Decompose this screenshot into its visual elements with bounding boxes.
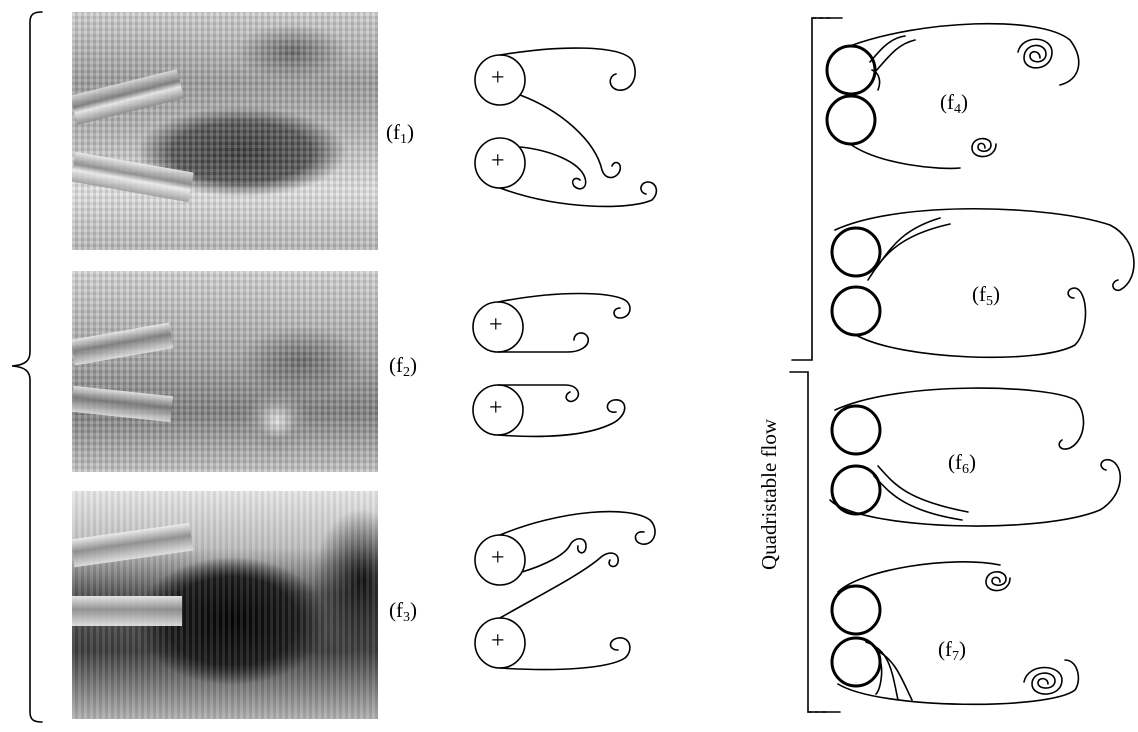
shear-layer bbox=[498, 294, 630, 319]
sketch-f7 bbox=[832, 562, 1078, 704]
wake-boundary bbox=[830, 460, 1120, 526]
plus-marker: + bbox=[491, 545, 505, 572]
cylinder bbox=[827, 96, 875, 144]
wake-boundary bbox=[835, 388, 1084, 449]
shear-layer bbox=[522, 539, 586, 572]
shear-layer bbox=[878, 466, 968, 512]
left-brace bbox=[12, 12, 42, 722]
shear-layer bbox=[520, 147, 586, 189]
bracket-upper bbox=[792, 18, 842, 360]
cylinder bbox=[832, 228, 880, 276]
shear-layer bbox=[500, 182, 656, 206]
shear-layer bbox=[520, 95, 620, 178]
shear-layer bbox=[500, 638, 630, 670]
wake-boundary bbox=[850, 24, 1079, 85]
wake-boundary bbox=[838, 660, 1078, 704]
sketch-f4 bbox=[827, 24, 1079, 169]
shear-layer bbox=[500, 48, 635, 90]
shear-layer bbox=[498, 333, 588, 352]
plus-marker: + bbox=[489, 395, 503, 422]
cylinder bbox=[827, 46, 875, 94]
spiral bbox=[1018, 39, 1052, 68]
cylinder bbox=[832, 406, 880, 454]
shear-layer bbox=[875, 40, 915, 72]
spiral bbox=[1024, 668, 1062, 695]
plus-marker: + bbox=[491, 65, 505, 92]
plus-marker: + bbox=[491, 628, 505, 655]
spiral bbox=[972, 139, 996, 157]
wake-boundary bbox=[856, 288, 1086, 357]
shear-layer bbox=[500, 553, 618, 618]
shear-layer bbox=[876, 218, 940, 268]
shear-layer bbox=[498, 400, 625, 437]
wake-boundary bbox=[850, 144, 960, 168]
spiral bbox=[986, 572, 1010, 591]
sketch-f6 bbox=[830, 388, 1120, 526]
cylinder bbox=[832, 586, 880, 634]
sketch-f5 bbox=[832, 209, 1134, 358]
cylinder bbox=[832, 287, 880, 335]
plus-marker: + bbox=[489, 312, 503, 339]
plus-marker: + bbox=[491, 148, 505, 175]
